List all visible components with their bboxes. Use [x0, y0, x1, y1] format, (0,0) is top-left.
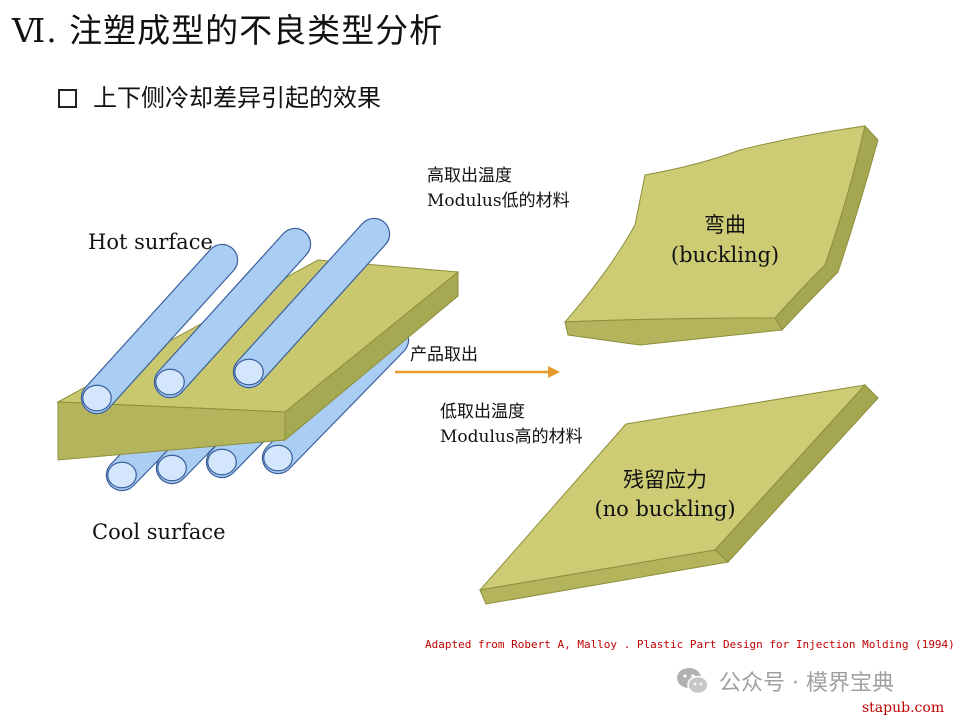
top-pipe-3 — [232, 217, 391, 389]
hot-surface-label: Hot surface — [88, 230, 213, 254]
site-url: stapub.com — [862, 700, 945, 716]
page-title: Ⅵ. 注塑成型的不良类型分析 — [12, 11, 444, 50]
cool-surface-label: Cool surface — [92, 520, 226, 544]
flat-plate-front — [479, 549, 730, 605]
watermark: 公众号 · 模界宝典 — [675, 665, 894, 697]
subtitle-row: 上下侧冷却差异引起的效果 — [58, 80, 381, 116]
eject-arrow — [395, 366, 560, 378]
upper-condition-line-2: Modulus低的材料 — [427, 191, 570, 211]
top-pipe-1 — [80, 243, 239, 415]
upper-condition-line-1: 高取出温度 — [427, 166, 512, 186]
mold-plate-side — [284, 270, 459, 442]
citation: Adapted from Robert A, Malloy . Plastic … — [425, 638, 955, 651]
buckled-plate-front — [564, 317, 783, 346]
top-pipe-2 — [153, 227, 312, 399]
subtitle: 上下侧冷却差异引起的效果 — [93, 84, 381, 112]
checkbox-bullet-icon — [58, 88, 77, 108]
arrow-label: 产品取出 — [410, 345, 478, 365]
wechat-icon — [677, 668, 709, 695]
lower-result-line-1: 残留应力 — [623, 468, 707, 492]
upper-result-line-2: (buckling) — [670, 243, 780, 267]
upper-result-line-1: 弯曲 — [704, 213, 746, 237]
lower-result-line-2: (no buckling) — [594, 497, 736, 521]
lower-condition-line-2: Modulus高的材料 — [440, 427, 583, 447]
top-cooling-pipes — [80, 217, 391, 415]
flat-plate — [478, 384, 879, 605]
lower-condition-line-1: 低取出温度 — [440, 402, 525, 422]
buckled-plate — [563, 124, 879, 346]
watermark-text: 公众号 · 模界宝典 — [719, 671, 894, 696]
